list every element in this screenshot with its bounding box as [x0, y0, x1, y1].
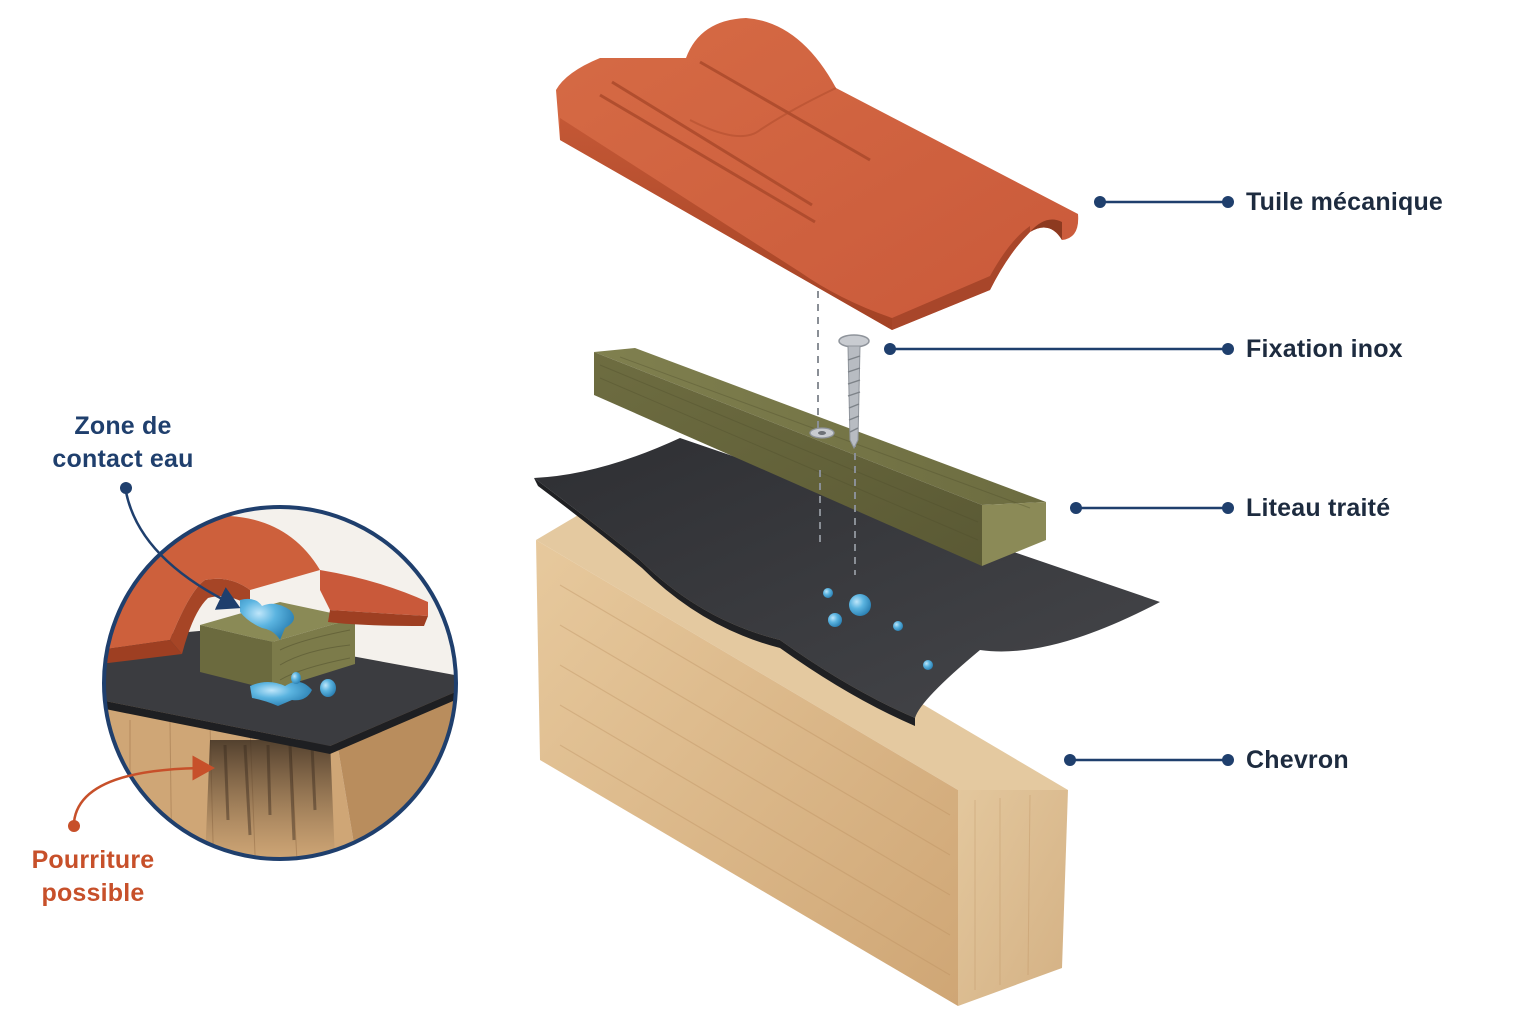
water-drop-icon — [250, 681, 312, 706]
water-drop-icon — [828, 613, 842, 627]
label-batten: Liteau traité — [1246, 494, 1391, 522]
label-water-zone-line1: Zone de — [74, 412, 172, 440]
water-drop-icon — [320, 679, 336, 697]
water-zone-pointer — [120, 482, 241, 610]
label-fixing: Fixation inox — [1246, 335, 1403, 363]
callout-lines — [890, 200, 1228, 762]
water-drop-icon — [893, 621, 903, 631]
callout-dot-icon — [1222, 502, 1234, 514]
label-tile: Tuile mécanique — [1246, 188, 1444, 216]
water-drop-icon — [291, 672, 301, 684]
callout-dot-icon — [1070, 502, 1082, 514]
rot-pointer — [68, 755, 215, 832]
roof-tile — [556, 18, 1079, 330]
screw-icon — [809, 334, 870, 450]
callout-dot-icon — [1222, 343, 1234, 355]
callout-dot-icon — [120, 482, 132, 494]
water-drop-icon — [240, 598, 294, 640]
label-water-zone: Zone de contact eau — [38, 410, 208, 476]
label-rot-line2: possible — [41, 879, 145, 907]
callout-dots — [884, 196, 1234, 766]
label-rot-line1: Pourriture — [31, 846, 155, 874]
water-drops — [823, 588, 933, 670]
label-rot: Pourriture possible — [18, 844, 168, 910]
label-water-zone-line2: contact eau — [52, 445, 194, 473]
callout-dot-icon — [884, 343, 896, 355]
water-drop-icon — [923, 660, 933, 670]
detail-inset — [102, 505, 458, 861]
callout-dot-icon — [1064, 754, 1076, 766]
water-drop-icon — [849, 594, 871, 616]
callout-dot-icon — [68, 820, 80, 832]
water-drop-icon — [823, 588, 833, 598]
underlay-membrane — [534, 438, 1160, 726]
callout-dot-icon — [1222, 754, 1234, 766]
alignment-guides — [817, 278, 856, 575]
label-rafter: Chevron — [1246, 746, 1349, 774]
callout-dot-icon — [1222, 196, 1234, 208]
callout-dot-icon — [1094, 196, 1106, 208]
batten — [594, 348, 1046, 566]
